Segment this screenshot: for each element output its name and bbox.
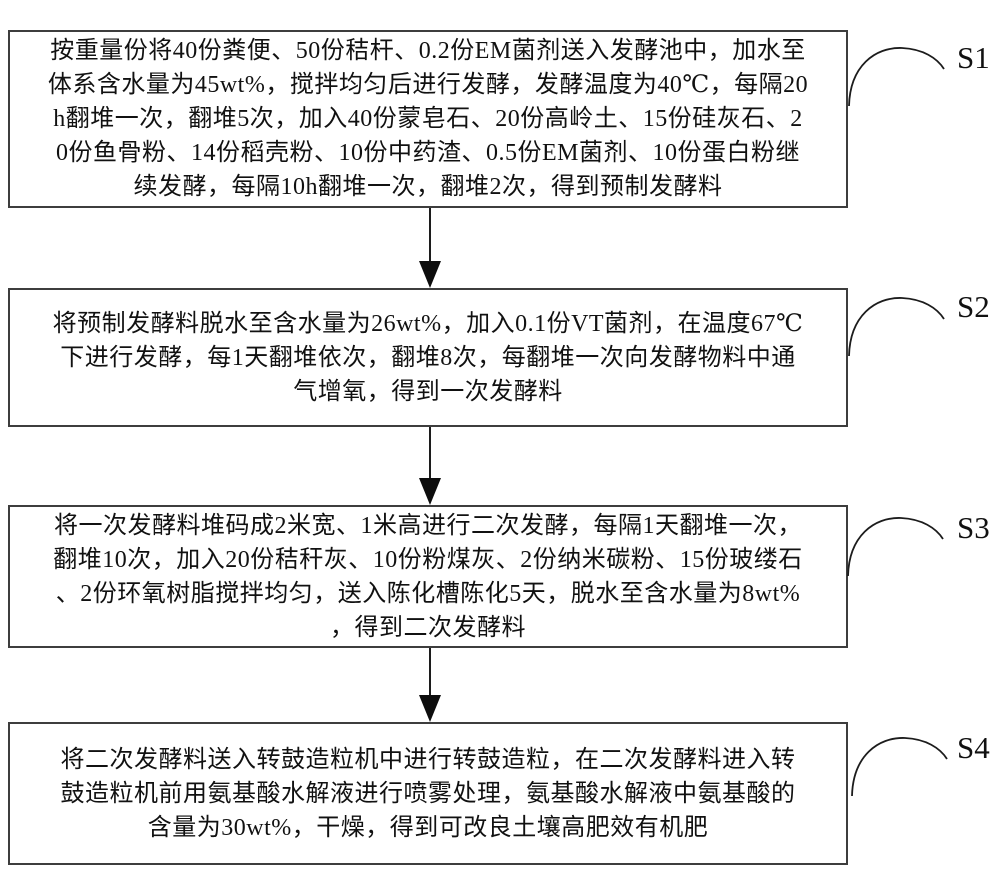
step-box-3: 将一次发酵料堆码成2米宽、1米高进行二次发酵，每隔1天翻堆一次， 翻堆10次，加… bbox=[8, 505, 848, 648]
step-1-text: 按重量份将40份粪便、50份秸杆、0.2份EM菌剂送入发酵池中，加水至 体系含水… bbox=[47, 38, 809, 200]
leader-curve-s3 bbox=[846, 514, 946, 578]
arrow-shaft bbox=[429, 208, 431, 264]
leader-curve-s2 bbox=[847, 294, 947, 358]
flow-arrow-1 bbox=[418, 208, 442, 288]
arrow-head-down-icon bbox=[419, 478, 441, 505]
step-2-text: 将预制发酵料脱水至含水量为26wt%，加入0.1份VT菌剂，在温度67℃ 下进行… bbox=[52, 310, 804, 405]
step-label-s3: S3 bbox=[957, 510, 990, 545]
step-label-s4: S4 bbox=[957, 730, 990, 765]
arrow-head-down-icon bbox=[419, 695, 441, 722]
leader-curve-s4 bbox=[850, 734, 950, 798]
arrow-head-down-icon bbox=[419, 261, 441, 288]
step-box-4: 将二次发酵料送入转鼓造粒机中进行转鼓造粒，在二次发酵料进入转 鼓造粒机前用氨基酸… bbox=[8, 722, 848, 865]
step-4-text: 将二次发酵料送入转鼓造粒机中进行转鼓造粒，在二次发酵料进入转 鼓造粒机前用氨基酸… bbox=[60, 746, 796, 841]
arrow-shaft bbox=[429, 427, 431, 481]
step-box-2: 将预制发酵料脱水至含水量为26wt%，加入0.1份VT菌剂，在温度67℃ 下进行… bbox=[8, 288, 848, 427]
step-3-text: 将一次发酵料堆码成2米宽、1米高进行二次发酵，每隔1天翻堆一次， 翻堆10次，加… bbox=[53, 512, 803, 641]
step-label-s1: S1 bbox=[957, 40, 990, 75]
leader-curve-s1 bbox=[847, 44, 947, 108]
flow-arrow-3 bbox=[418, 648, 442, 722]
arrow-shaft bbox=[429, 648, 431, 698]
step-box-1: 按重量份将40份粪便、50份秸杆、0.2份EM菌剂送入发酵池中，加水至 体系含水… bbox=[8, 30, 848, 208]
step-label-s2: S2 bbox=[957, 289, 990, 324]
flow-arrow-2 bbox=[418, 427, 442, 505]
